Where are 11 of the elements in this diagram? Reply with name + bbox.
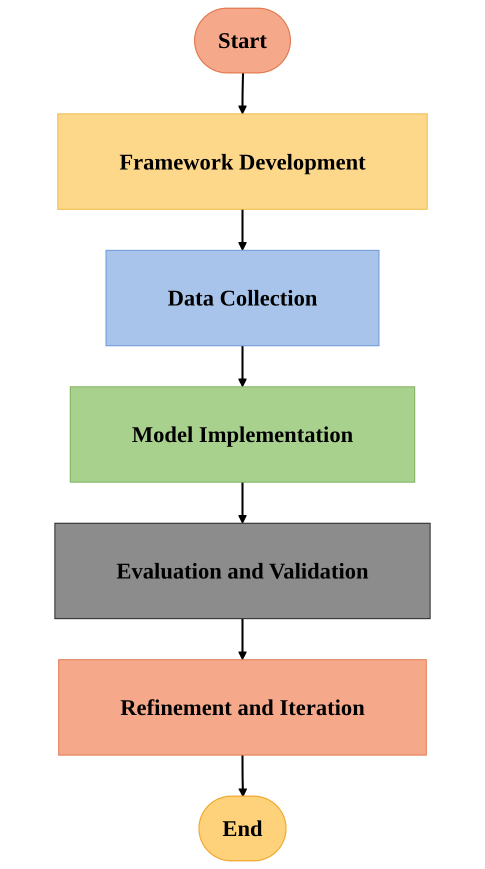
node-box: Evaluation and Validation xyxy=(54,522,431,620)
arrow xyxy=(238,755,248,798)
node-box: Data Collection xyxy=(106,250,380,346)
arrow xyxy=(238,209,248,251)
node-box: Refinement and Iteration xyxy=(58,659,427,756)
node-box: Framework Development xyxy=(57,113,428,210)
arrow xyxy=(238,618,248,660)
node-box: Model Implementation xyxy=(70,386,416,483)
arrow xyxy=(238,482,248,524)
arrow xyxy=(238,73,248,114)
arrow xyxy=(238,346,248,388)
